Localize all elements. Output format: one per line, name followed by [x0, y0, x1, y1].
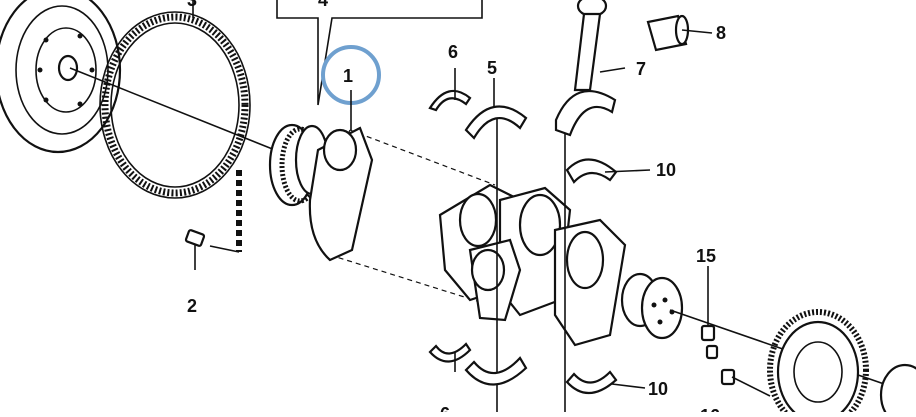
callout-7: 7 — [636, 59, 646, 79]
main-bearing-bottom — [464, 356, 528, 386]
callout-15: 15 — [696, 246, 716, 266]
crank-gear — [767, 309, 916, 417]
ring-gear — [99, 11, 251, 199]
bolt — [720, 368, 771, 397]
callout-3: 3 — [187, 0, 197, 10]
callout-4: 4 — [318, 0, 328, 10]
callout-5: 5 — [487, 58, 497, 78]
piston-pin — [646, 14, 690, 52]
thrust-washer-bottom — [428, 342, 472, 363]
main-bearing-top — [464, 105, 528, 140]
leader-lines — [192, 0, 713, 389]
dowel-pin-small — [705, 344, 719, 360]
callout-2: 2 — [187, 296, 197, 316]
dowel-pin — [700, 324, 716, 342]
rod-bearing-bottom — [565, 370, 618, 395]
callout-10-top: 10 — [656, 160, 676, 180]
callout-6-bottom: 6 — [440, 404, 450, 412]
connecting-rod — [554, 0, 617, 137]
callout-10-bottom: 10 — [648, 379, 668, 399]
callout-6-top: 6 — [448, 42, 458, 62]
crankshaft — [268, 123, 916, 396]
rod-bearing-top — [565, 158, 618, 184]
callout-16: 16 — [700, 406, 720, 412]
flywheel — [0, 0, 122, 154]
flywheel-axis-line — [69, 67, 301, 161]
callout-8: 8 — [716, 23, 726, 43]
callout-4-box — [276, 0, 483, 106]
set-screw — [184, 170, 242, 253]
callout-1: 1 — [343, 66, 353, 86]
thrust-washer-top — [428, 89, 472, 112]
